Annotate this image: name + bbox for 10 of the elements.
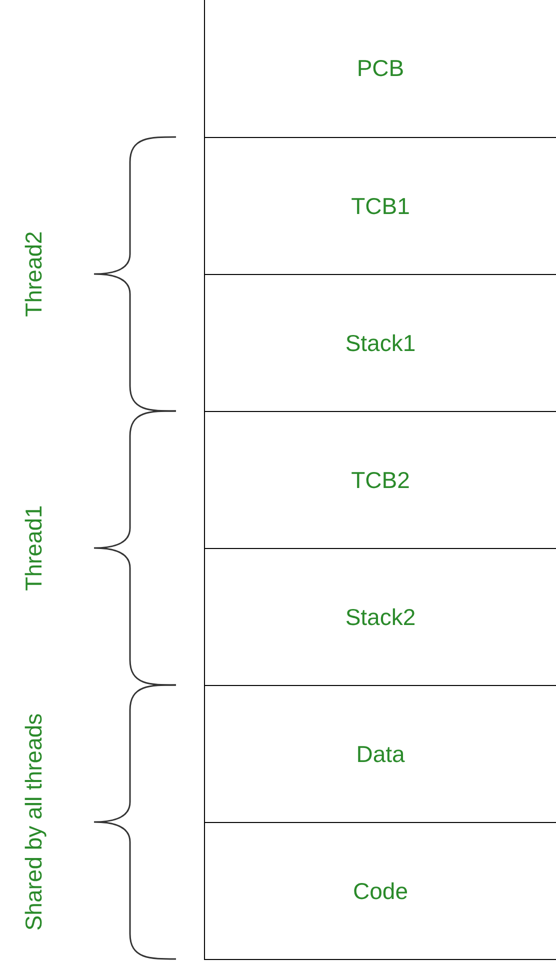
block-label: Stack1 [345,330,416,356]
group-label: Thread1 [20,505,48,591]
group-label: Shared by all threads [20,713,48,931]
group-label: Thread2 [20,231,48,317]
block-label: PCB [356,55,404,82]
block-label: TCB1 [351,192,410,220]
block-label: Data [356,740,405,768]
block-label: Stack2 [345,604,416,630]
block-label: Code [353,878,408,904]
block-label: TCB2 [351,466,410,494]
